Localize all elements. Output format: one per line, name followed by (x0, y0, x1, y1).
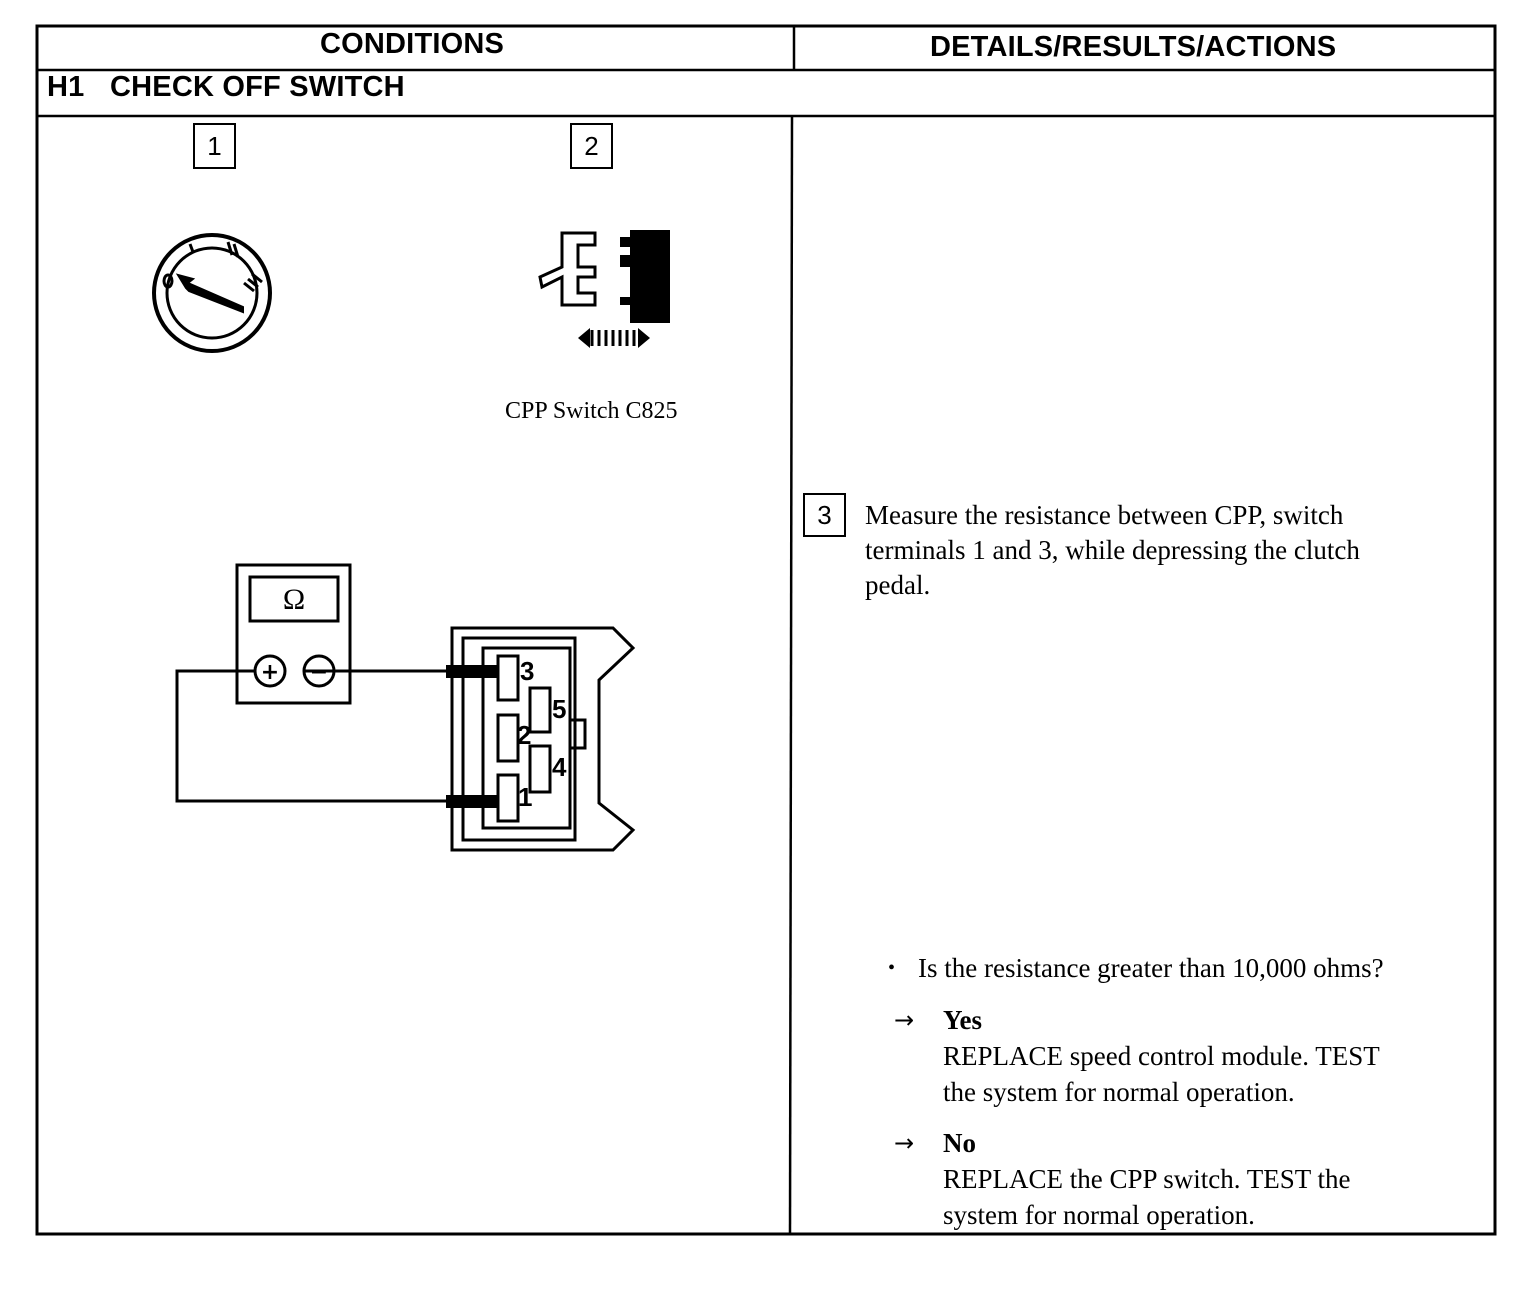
step-1-box: 1 (193, 123, 236, 169)
terminal-3-label: 3 (520, 656, 534, 686)
terminal-2-label: 2 (517, 720, 531, 750)
ohm-symbol: Ω (283, 583, 305, 616)
disconnect-connector-icon (538, 230, 670, 348)
yes-arrow-icon: → (894, 1006, 915, 1034)
yes-action-line-1: REPLACE speed control module. TEST (943, 1041, 1380, 1071)
no-label: No (943, 1128, 976, 1158)
no-arrow-icon: → (894, 1129, 915, 1157)
minus-terminal: − (310, 660, 328, 685)
yes-label: Yes (943, 1005, 982, 1035)
conditions-column-header: CONDITIONS (320, 28, 505, 60)
yes-action-line-2: the system for normal operation. (943, 1077, 1295, 1107)
step-3-line-2: terminals 1 and 3, while depressing the … (865, 535, 1360, 565)
connector-caption: CPP Switch C825 (505, 398, 678, 424)
terminal-5-label: 5 (552, 694, 566, 724)
step-3-box: 3 (803, 493, 846, 537)
plus-terminal: + (261, 660, 279, 685)
terminal-1-label: 1 (518, 782, 532, 812)
no-action-line-2: system for normal operation. (943, 1200, 1255, 1230)
terminal-4-label: 4 (552, 752, 567, 782)
details-column-header: DETAILS/RESULTS/ACTIONS (930, 31, 1337, 63)
section-title: CHECK OFF SWITCH (110, 71, 405, 103)
step-3-line-1: Measure the resistance between CPP, swit… (865, 500, 1344, 530)
question-text: Is the resistance greater than 10,000 oh… (918, 953, 1384, 983)
question-bullet: • (888, 957, 896, 979)
section-id: H1 (47, 71, 85, 103)
step-2-box: 2 (570, 123, 613, 169)
ignition-switch-off-icon (152, 233, 272, 353)
step-3-line-3: pedal. (865, 570, 931, 600)
ohmmeter-test-diagram: Ω + − 3 5 2 4 1 (175, 563, 636, 852)
no-action-line-1: REPLACE the CPP switch. TEST the (943, 1164, 1351, 1194)
